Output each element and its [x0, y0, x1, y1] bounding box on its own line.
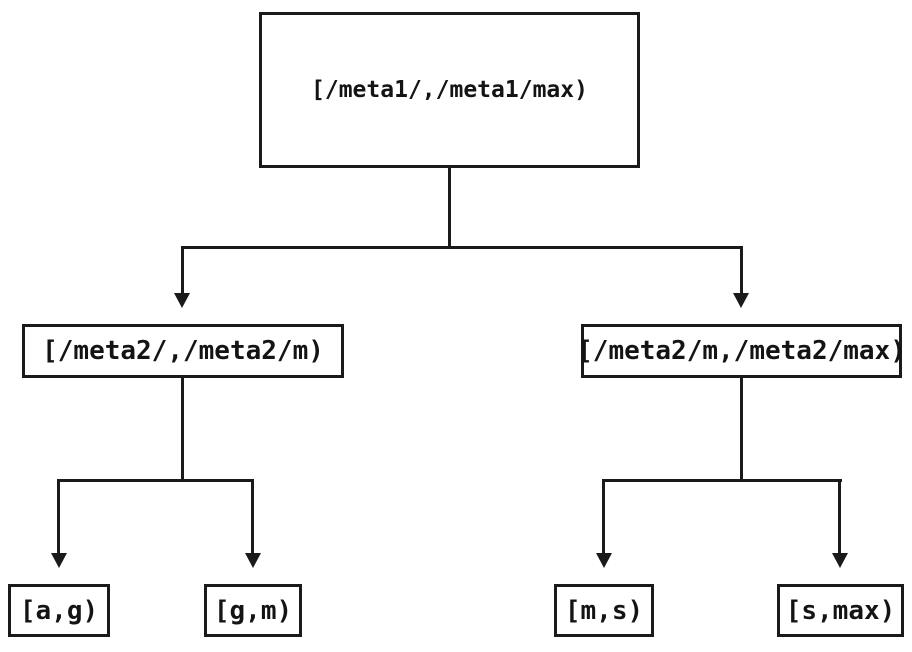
- arrowhead-leaf2: [245, 553, 261, 568]
- tree-node-leaf-3-label: [m,s): [564, 595, 644, 626]
- tree-node-leaf-1: [a,g): [8, 584, 110, 637]
- edge-right-child-stem: [740, 378, 743, 482]
- tree-node-root-label: [/meta1/,/meta1/max): [311, 77, 588, 103]
- tree-node-root: [/meta1/,/meta1/max): [259, 12, 640, 168]
- edge-level2-right-horizontal: [602, 479, 842, 482]
- tree-node-left-child: [/meta2/,/meta2/m): [22, 324, 344, 378]
- edge-right-child-to-leaf3-drop: [602, 479, 605, 553]
- tree-node-leaf-3: [m,s): [554, 584, 654, 637]
- tree-node-left-child-label: [/meta2/,/meta2/m): [42, 336, 324, 366]
- edge-right-child-to-leaf4-drop: [838, 479, 841, 553]
- tree-node-leaf-4-label: [s,max): [785, 595, 896, 626]
- tree-node-leaf-4: [s,max): [777, 584, 904, 637]
- tree-node-right-child-label: [/meta2/m,/meta2/max): [577, 336, 906, 366]
- edge-left-child-stem: [181, 378, 184, 482]
- arrowhead-leaf4: [832, 553, 848, 568]
- tree-node-right-child: [/meta2/m,/meta2/max): [577, 324, 906, 378]
- edge-root-stem: [448, 167, 451, 249]
- edge-root-to-right-child-drop: [740, 246, 743, 293]
- tree-node-leaf-1-label: [a,g): [19, 595, 99, 626]
- edge-root-to-left-child-drop: [181, 246, 184, 293]
- tree-node-leaf-2: [g,m): [204, 584, 302, 637]
- arrowhead-leaf3: [596, 553, 612, 568]
- edge-left-child-to-leaf1-drop: [57, 479, 60, 553]
- arrowhead-right-child: [733, 293, 749, 308]
- arrowhead-left-child: [174, 293, 190, 308]
- edge-level2-left-horizontal: [57, 479, 253, 482]
- edge-left-child-to-leaf2-drop: [251, 479, 254, 553]
- arrowhead-leaf1: [51, 553, 67, 568]
- tree-node-leaf-2-label: [g,m): [213, 595, 293, 626]
- edge-level1-horizontal: [181, 246, 743, 249]
